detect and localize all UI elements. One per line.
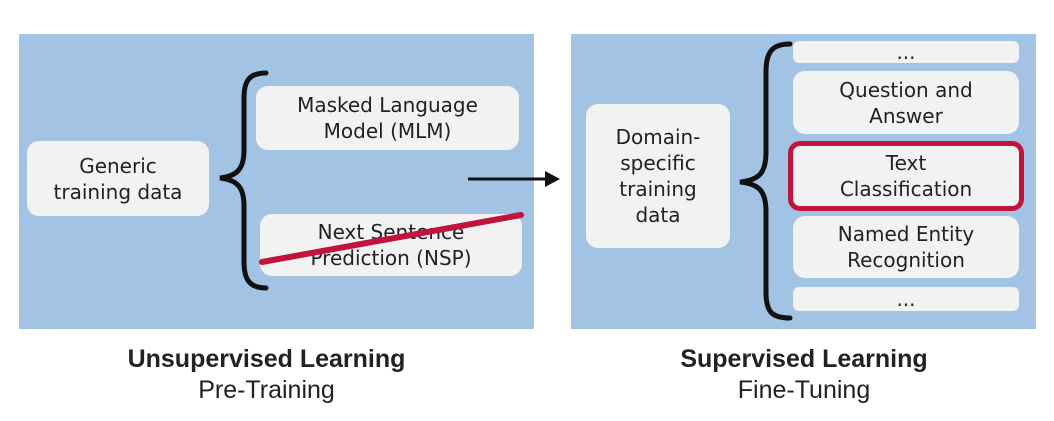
left-curly-brace-icon bbox=[219, 70, 269, 291]
mlm-task-box: Masked Language Model (MLM) bbox=[256, 86, 519, 150]
domain-specific-training-data-box: Domain- specific training data bbox=[586, 104, 730, 248]
nsp-strikethrough bbox=[259, 212, 524, 265]
question-answer-task-box: Question and Answer bbox=[793, 71, 1019, 134]
task-ellipsis-top: ... bbox=[793, 40, 1019, 64]
finetuning-caption-title: Supervised Learning bbox=[680, 345, 928, 373]
pretraining-caption: Unsupervised Learning Pre-Training bbox=[59, 344, 474, 406]
generic-training-data-box: Generic training data bbox=[27, 141, 209, 216]
pretraining-caption-subtitle: Pre-Training bbox=[198, 376, 335, 404]
arrow-right-icon bbox=[545, 171, 560, 187]
right-curly-brace-icon bbox=[739, 41, 793, 321]
pretraining-caption-title: Unsupervised Learning bbox=[127, 345, 406, 373]
task-ellipsis-bottom: ... bbox=[793, 287, 1019, 311]
finetuning-caption: Supervised Learning Fine-Tuning bbox=[610, 344, 998, 406]
text-classification-task-box: Text Classification bbox=[788, 141, 1024, 211]
finetuning-caption-subtitle: Fine-Tuning bbox=[737, 376, 871, 404]
named-entity-recognition-task-box: Named Entity Recognition bbox=[793, 216, 1019, 278]
